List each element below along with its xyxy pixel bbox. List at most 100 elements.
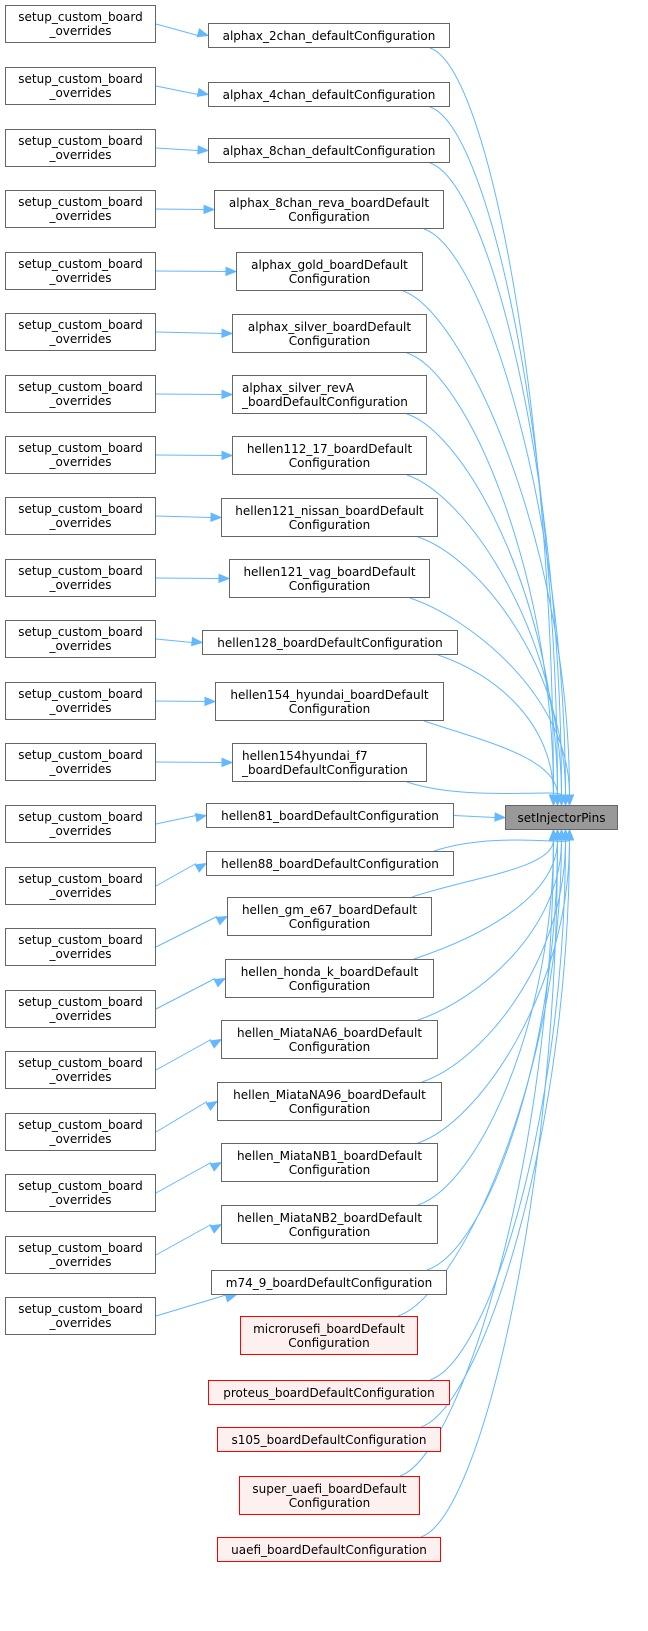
node-label-line: setup_custom_board	[18, 1241, 143, 1255]
call-edge	[155, 85, 199, 95]
call-edge	[420, 839, 558, 1538]
node-label-line: Configuration	[288, 1162, 371, 1177]
setup-custom-board-overrides-node[interactable]: setup_custom_board_overrides	[5, 375, 156, 413]
node-label-line: setup_custom_board	[18, 72, 143, 86]
call-edge	[433, 839, 570, 852]
setup-custom-board-overrides-node[interactable]: setup_custom_board_overrides	[5, 1297, 156, 1335]
setup-custom-board-overrides-node[interactable]: setup_custom_board_overrides	[5, 5, 156, 43]
node-label-line: hellen81_boardDefaultConfiguration	[221, 808, 439, 823]
node-label-line: _overrides	[49, 209, 112, 223]
edge-arrowhead	[221, 757, 234, 768]
node-label-line: _overrides	[49, 947, 112, 961]
node-label-line: setup_custom_board	[18, 995, 143, 1009]
edge-arrowhead	[197, 145, 210, 155]
edge-arrowhead	[218, 573, 231, 584]
call-edge	[155, 761, 223, 763]
setup-custom-board-overrides-node[interactable]: setup_custom_board_overrides	[5, 990, 156, 1028]
node-label-line: setup_custom_board	[18, 1179, 143, 1193]
node-label-line: super_uaefi_boardDefault	[252, 1481, 407, 1496]
setup-custom-board-overrides-node[interactable]: setup_custom_board_overrides	[5, 559, 156, 597]
node-label-line: _overrides	[49, 578, 112, 592]
node-label-line: s105_boardDefaultConfiguration	[231, 1432, 427, 1447]
node-label-line: setup_custom_board	[18, 441, 143, 455]
caller-node[interactable]: hellen128_boardDefaultConfiguration	[202, 630, 458, 655]
setup-custom-board-overrides-node[interactable]: setup_custom_board_overrides	[5, 620, 156, 658]
caller-node[interactable]: alphax_silver_revA_boardDefaultConfigura…	[232, 375, 427, 414]
call-edge	[406, 352, 554, 796]
setup-custom-board-overrides-node[interactable]: setup_custom_board_overrides	[5, 805, 156, 843]
caller-node[interactable]: hellen81_boardDefaultConfiguration	[206, 803, 454, 828]
edge-arrowhead	[196, 28, 210, 38]
edge-arrowhead	[194, 862, 208, 873]
node-label-line: alphax_silver_revA	[242, 380, 355, 395]
node-label-line: setup_custom_board	[18, 810, 143, 824]
caller-node[interactable]: alphax_2chan_defaultConfiguration	[208, 23, 450, 48]
node-label-line: m74_9_boardDefaultConfiguration	[225, 1275, 433, 1290]
call-edge	[155, 1294, 227, 1317]
setup-custom-board-overrides-node[interactable]: setup_custom_board_overrides	[5, 1174, 156, 1212]
edge-arrowhead	[204, 696, 217, 707]
setup-custom-board-overrides-node[interactable]: setup_custom_board_overrides	[5, 1051, 156, 1089]
setup-custom-board-overrides-node[interactable]: setup_custom_board_overrides	[5, 129, 156, 167]
node-label-line: _overrides	[49, 86, 112, 100]
setup-custom-board-overrides-node[interactable]: setup_custom_board_overrides	[5, 867, 156, 905]
node-label-line: alphax_8chan_reva_boardDefault	[228, 195, 430, 210]
node-label-line: alphax_gold_boardDefault	[251, 257, 408, 272]
node-label-line: setup_custom_board	[18, 1302, 143, 1316]
node-label-line: setup_custom_board	[18, 318, 143, 332]
caller-node[interactable]: m74_9_boardDefaultConfiguration	[211, 1270, 447, 1295]
target-node-setInjectorPins[interactable]: setInjectorPins	[505, 805, 618, 830]
setup-custom-board-overrides-node[interactable]: setup_custom_board_overrides	[5, 313, 156, 351]
node-label-line: _overrides	[49, 1255, 112, 1269]
setup-custom-board-overrides-node[interactable]: setup_custom_board_overrides	[5, 682, 156, 720]
node-label-line: _boardDefaultConfiguration	[242, 762, 408, 777]
setup-custom-board-overrides-node[interactable]: setup_custom_board_overrides	[5, 252, 156, 290]
setup-custom-board-overrides-node[interactable]: setup_custom_board_overrides	[5, 190, 156, 228]
caller-node[interactable]: hellen154hyundai_f7_boardDefaultConfigur…	[232, 743, 427, 782]
caller-node[interactable]: s105_boardDefaultConfiguration	[217, 1427, 441, 1452]
node-label-line: hellen112_17_boardDefault	[246, 441, 413, 456]
node-label-line: Configuration	[288, 916, 371, 931]
node-label-line: _overrides	[49, 332, 112, 346]
node-label-line: proteus_boardDefaultConfiguration	[223, 1385, 435, 1400]
node-label-line: Configuration	[288, 1224, 371, 1239]
setup-custom-board-overrides-node[interactable]: setup_custom_board_overrides	[5, 743, 156, 781]
caller-node[interactable]: alphax_4chan_defaultConfiguration	[208, 82, 450, 107]
edge-arrowhead	[221, 450, 234, 461]
call-edge	[155, 147, 199, 151]
setup-custom-board-overrides-node[interactable]: setup_custom_board_overrides	[5, 67, 156, 105]
caller-node[interactable]: alphax_8chan_defaultConfiguration	[208, 138, 450, 163]
node-label-line: _overrides	[49, 1009, 112, 1023]
node-label-line: Configuration	[288, 271, 371, 286]
setup-custom-board-overrides-node[interactable]: setup_custom_board_overrides	[5, 928, 156, 966]
call-edge	[155, 863, 197, 887]
node-label-line: setup_custom_board	[18, 748, 143, 762]
caller-node[interactable]: proteus_boardDefaultConfiguration	[208, 1380, 450, 1405]
caller-node[interactable]: uaefi_boardDefaultConfiguration	[217, 1537, 441, 1562]
edge-arrowhead	[552, 828, 563, 841]
node-label-line: setup_custom_board	[18, 195, 143, 209]
node-label-line: Configuration	[288, 209, 370, 224]
setup-custom-board-overrides-node[interactable]: setup_custom_board_overrides	[5, 497, 156, 535]
setup-custom-board-overrides-node[interactable]: setup_custom_board_overrides	[5, 1113, 156, 1151]
caller-node[interactable]: hellen88_boardDefaultConfiguration	[206, 851, 454, 876]
node-label-line: _overrides	[49, 824, 112, 838]
setup-custom-board-overrides-node[interactable]: setup_custom_board_overrides	[5, 436, 156, 474]
node-label-line: _overrides	[49, 701, 112, 715]
setup-custom-board-overrides-node[interactable]: setup_custom_board_overrides	[5, 1236, 156, 1274]
